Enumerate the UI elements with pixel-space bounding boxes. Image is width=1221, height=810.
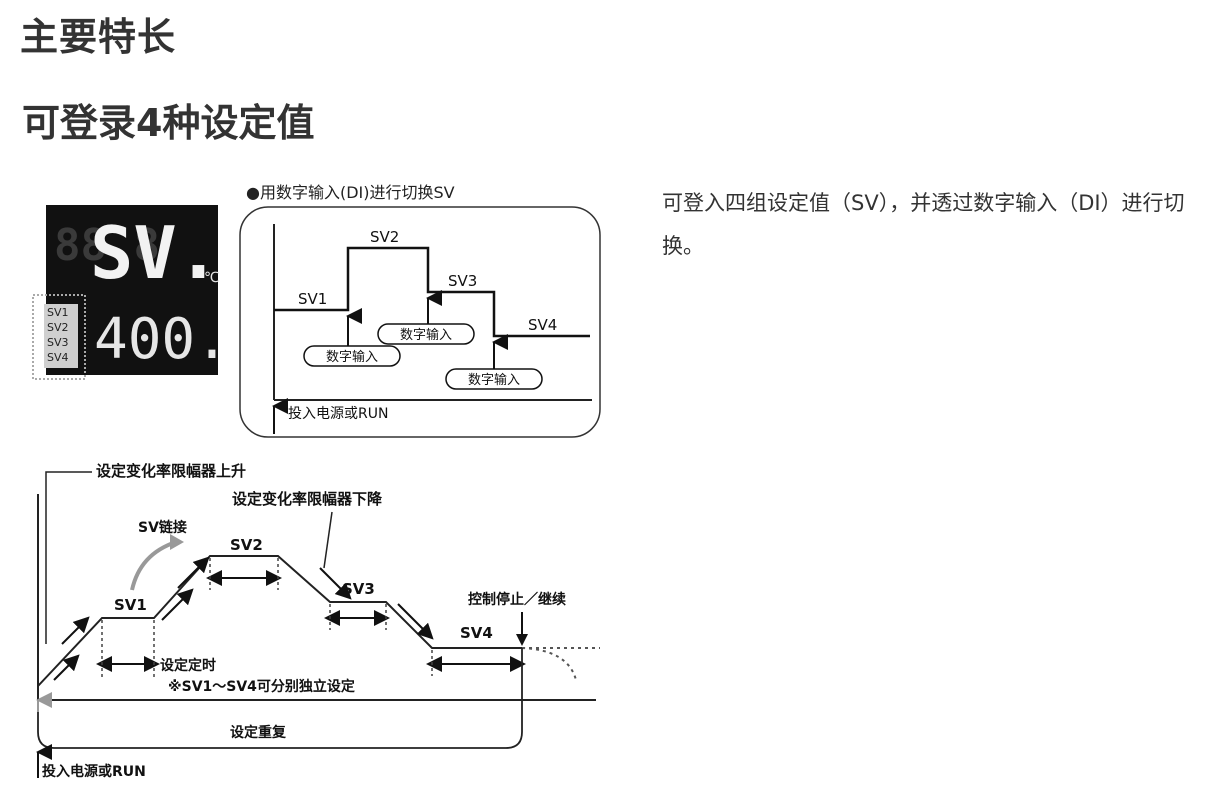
di-input-label: 数字输入 [468,372,520,388]
profile-step-label: SV1 [114,596,147,614]
di-switching-diagram: ●用数字输入(DI)进行切换SV SV1 SV2 SV3 SV4 数字输入 数字… [239,183,601,438]
controller-display-figure: 88.8 SV.4 ℃ 400.0 SV1 SV2 SV3 SV4 [32,205,222,380]
profile-step-label: SV2 [230,536,263,554]
di-step-label: SV3 [448,272,477,290]
di-start-label: 投入电源或RUN [288,406,388,422]
sv-link-arrow [130,540,177,591]
stop-arrowhead [516,634,528,646]
sv-link-arrowhead [170,534,184,550]
main-heading: 主要特长 [20,15,177,59]
slope-arrow [177,556,210,589]
display-bottom-value: 400.0 [94,307,222,372]
slope-arrow [319,567,352,600]
di-input-pill [445,368,543,390]
di-input-label: 数字输入 [326,349,378,365]
di-input-pill [303,345,401,367]
slope-arrow [161,588,194,621]
stop-continue-label: 控制停止／继续 [468,591,566,608]
sv-link-label: SV链接 [138,519,187,536]
slope-arrow [397,603,434,640]
repeat-label: 设定重复 [230,724,287,741]
hold-boundaries [101,558,433,680]
sv-indicator-label: SV1 [47,306,69,319]
description-text: 可登入四组设定值（SV），并透过数字输入（DI）进行切换。 [662,191,1185,258]
sv-indicator-label: SV4 [47,351,69,364]
display-ghost-top: 88.8 [54,220,160,271]
profile-line [37,555,522,687]
sv-indicator-label: SV2 [47,321,69,334]
rise-label: 设定变化率限幅器上升 [96,462,246,480]
display-top-value: SV.4 [90,211,222,295]
sv-indicator-frame [32,294,86,380]
display-unit: ℃ [204,270,220,286]
di-diagram-title: ●用数字输入(DI)进行切换SV [246,183,455,202]
profile-step-label: SV3 [342,580,375,598]
slope-arrow [53,654,80,681]
profile-step-label: SV4 [460,624,493,642]
di-step-label: SV4 [528,316,557,334]
di-diagram-frame [239,206,601,438]
fall-leader-line [323,511,333,569]
repeat-bracket [37,712,523,749]
fall-label: 设定变化率限幅器下降 [232,490,383,508]
sub-heading: 可登录4种设定值 [22,101,315,145]
di-input-pill [377,323,475,345]
rise-leader-line [45,471,92,644]
sv-profile-diagram: 设定变化率限幅器上升 设定变化率限幅器下降 SV链接 SV1 SV2 SV3 S… [36,462,600,780]
profile-continue-curve [521,647,577,681]
di-step-label: SV1 [298,290,327,308]
di-step-line [274,246,590,338]
profile-start-label: 投入电源或RUN [42,763,146,780]
sv-indicator-label: SV3 [47,336,69,349]
di-step-label: SV2 [370,228,399,246]
independent-note: ※SV1～SV4可分别独立设定 [168,678,355,695]
timer-label: 设定定时 [160,657,216,674]
slope-arrow [61,616,90,645]
di-input-label: 数字输入 [400,327,452,343]
sv-indicator-box [44,304,78,368]
